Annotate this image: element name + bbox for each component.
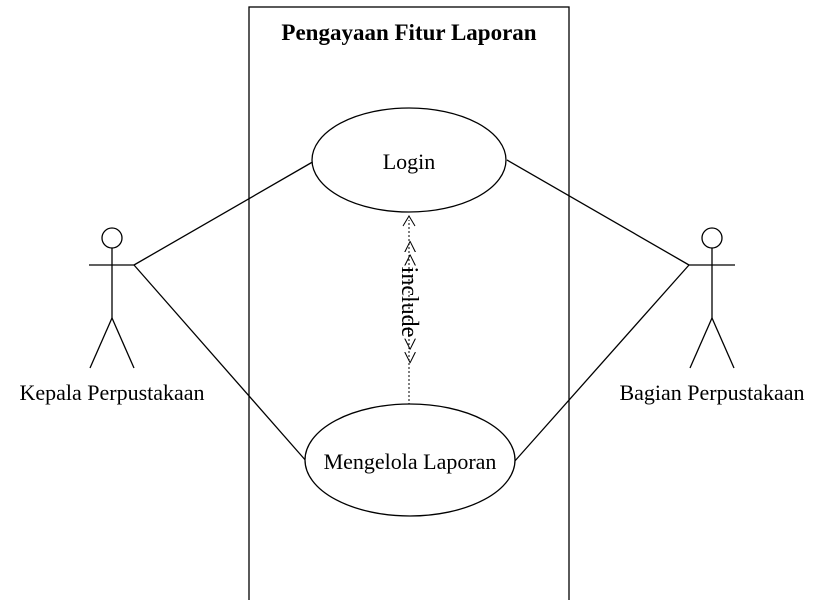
include-label: <<include>>	[396, 240, 422, 365]
actor-kepala-perpustakaan-label: Kepala Perpustakaan	[19, 380, 204, 405]
system-title: Pengayaan Fitur Laporan	[281, 20, 536, 45]
actor-bagian-perpustakaan[interactable]	[689, 227, 735, 369]
actor-bagian-perpustakaan-label: Bagian Perpustakaan	[619, 380, 804, 405]
actor-right-leg	[711, 317, 735, 369]
use-case-login-label: Login	[383, 149, 436, 174]
actor-left-leg	[689, 317, 713, 369]
include-arrow-head	[402, 215, 416, 227]
association-bagian-login	[506, 159, 690, 266]
association-kepala-mengelola	[133, 264, 308, 463]
system-boundary	[248, 6, 570, 600]
association-bagian-mengelola	[513, 264, 690, 463]
actor-head	[701, 227, 723, 249]
actor-right-leg	[111, 317, 135, 369]
use-case-mengelola-laporan-label: Mengelola Laporan	[324, 449, 497, 474]
actor-kepala-perpustakaan[interactable]	[89, 227, 135, 369]
actor-head	[101, 227, 123, 249]
use-case-login[interactable]	[311, 107, 507, 213]
association-kepala-login	[133, 159, 317, 266]
actor-left-leg	[89, 317, 113, 369]
use-case-mengelola-laporan[interactable]	[304, 403, 516, 517]
